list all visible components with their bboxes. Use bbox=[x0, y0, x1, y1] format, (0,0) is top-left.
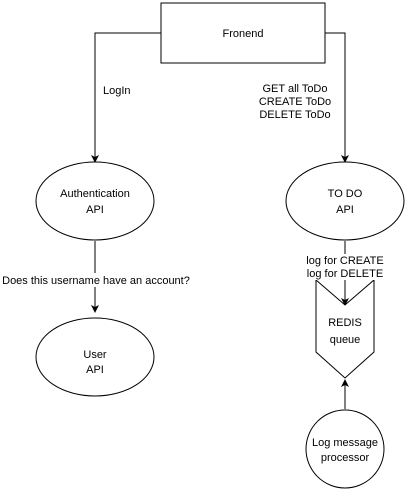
node-redis-queue-line2: queue bbox=[330, 334, 361, 346]
edge-todo-to-redis-label-2: log for DELETE bbox=[307, 268, 383, 280]
node-todo-api-line2: API bbox=[336, 204, 354, 216]
edge-frontend-to-todo-label-1: GET all ToDo bbox=[262, 83, 327, 95]
node-auth-api-line2: API bbox=[86, 204, 104, 216]
node-log-processor: Log message processor bbox=[305, 409, 385, 489]
node-redis-queue: REDIS queue bbox=[315, 278, 375, 379]
edge-frontend-to-todo-label-2: CREATE ToDo bbox=[259, 96, 331, 108]
node-redis-queue-line1: REDIS bbox=[328, 317, 362, 329]
edge-frontend-to-auth-label: LogIn bbox=[103, 85, 131, 97]
node-user-api-line1: User bbox=[83, 349, 107, 361]
node-auth-api: Authentication API bbox=[35, 161, 155, 241]
node-auth-api-line1: Authentication bbox=[60, 188, 130, 200]
node-user-api-line2: API bbox=[86, 364, 104, 376]
node-log-processor-line2: processor bbox=[321, 452, 370, 464]
node-frontend-label: Fronend bbox=[223, 28, 264, 40]
edge-frontend-to-todo bbox=[325, 32, 349, 163]
edge-auth-to-user-label: Does this username have an account? bbox=[2, 275, 190, 287]
node-frontend: Fronend bbox=[160, 2, 326, 64]
edge-frontend-to-auth bbox=[91, 32, 161, 163]
node-todo-api-line1: TO DO bbox=[328, 188, 363, 200]
node-log-processor-line1: Log message bbox=[312, 437, 378, 449]
edge-frontend-to-todo-label-3: DELETE ToDo bbox=[259, 109, 330, 121]
node-todo-api: TO DO API bbox=[285, 161, 405, 241]
edge-todo-to-redis-label-1: log for CREATE bbox=[306, 255, 383, 267]
node-user-api: User API bbox=[35, 317, 155, 397]
